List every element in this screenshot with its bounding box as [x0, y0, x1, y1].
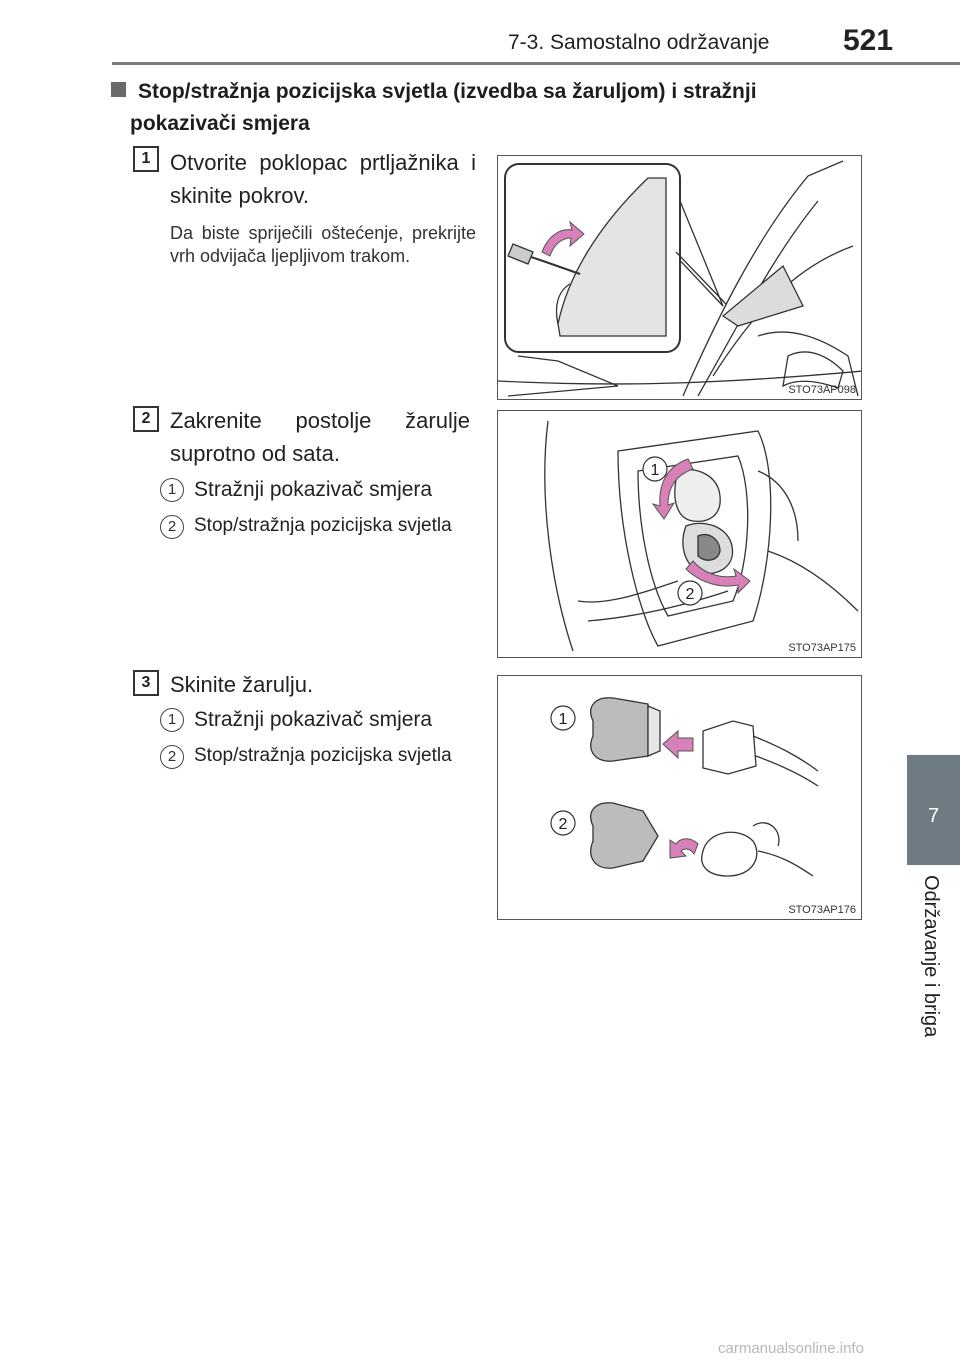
section-title: Stop/stražnja pozicijska svjetla (izvedb… — [111, 76, 861, 140]
step-3-item-1: Stražnji pokazivač smjera — [194, 708, 433, 731]
item-number-3-1: 1 — [160, 708, 184, 732]
step-badge-2: 2 — [133, 406, 159, 432]
running-header-section: 7-3. Samostalno održavanje — [508, 31, 770, 54]
section-title-line1: Stop/stražnja pozicijska svjetla (izvedb… — [138, 80, 757, 103]
chapter-tab: 7 — [907, 755, 960, 865]
page-number: 521 — [843, 24, 894, 57]
step-badge-1: 1 — [133, 146, 159, 172]
step-2-item-1: Stražnji pokazivač smjera — [194, 478, 433, 501]
step-3-item-2: Stop/stražnja pozicijska svjetla — [194, 745, 452, 766]
step-3-text: Skinite žarulju. — [170, 672, 314, 697]
trunk-cover-illustration — [498, 160, 861, 397]
header-rule — [112, 62, 960, 65]
figure-code-3: STO73AP176 — [788, 904, 856, 916]
figure-code-1: STO73AP098 — [788, 384, 856, 396]
step-2-text: Zakrenite postolje žarulje suprotno od s… — [170, 408, 470, 466]
figure-bulb-socket-rotate: 1 2 STO73AP175 — [497, 410, 862, 658]
item-number-2-2: 2 — [160, 515, 184, 539]
chapter-title: Održavanje i briga — [920, 875, 942, 1038]
bulb-socket-illustration: 1 2 — [544, 420, 859, 652]
item-number-3-2: 2 — [160, 745, 184, 769]
callout-2: 2 — [686, 586, 695, 603]
step-badge-3: 3 — [133, 670, 159, 696]
step-1-note: Da biste spriječili oštećenje, prekrijte… — [170, 223, 476, 266]
figure-trunk-cover: STO73AP098 — [497, 155, 862, 400]
watermark: carmanualsonline.info — [718, 1340, 864, 1357]
step-1-text: Otvorite poklopac prtljažnika i skinite … — [170, 150, 476, 208]
callout-1: 1 — [651, 462, 660, 479]
item-number-2-1: 1 — [160, 478, 184, 502]
callout-1b: 1 — [559, 711, 568, 728]
figure-bulb-removal: 1 2 STO73AP176 — [497, 675, 862, 920]
square-bullet-icon — [111, 82, 126, 97]
callout-2b: 2 — [559, 816, 568, 833]
chapter-number: 7 — [927, 805, 940, 827]
section-title-line2: pokazivači smjera — [130, 112, 310, 135]
step-2-item-2: Stop/stražnja pozicijska svjetla — [194, 515, 452, 536]
chapter-title-vertical: Održavanje i briga — [910, 875, 954, 1055]
bulb-removal-illustration: 1 2 — [550, 697, 819, 877]
figure-code-2: STO73AP175 — [788, 642, 856, 654]
